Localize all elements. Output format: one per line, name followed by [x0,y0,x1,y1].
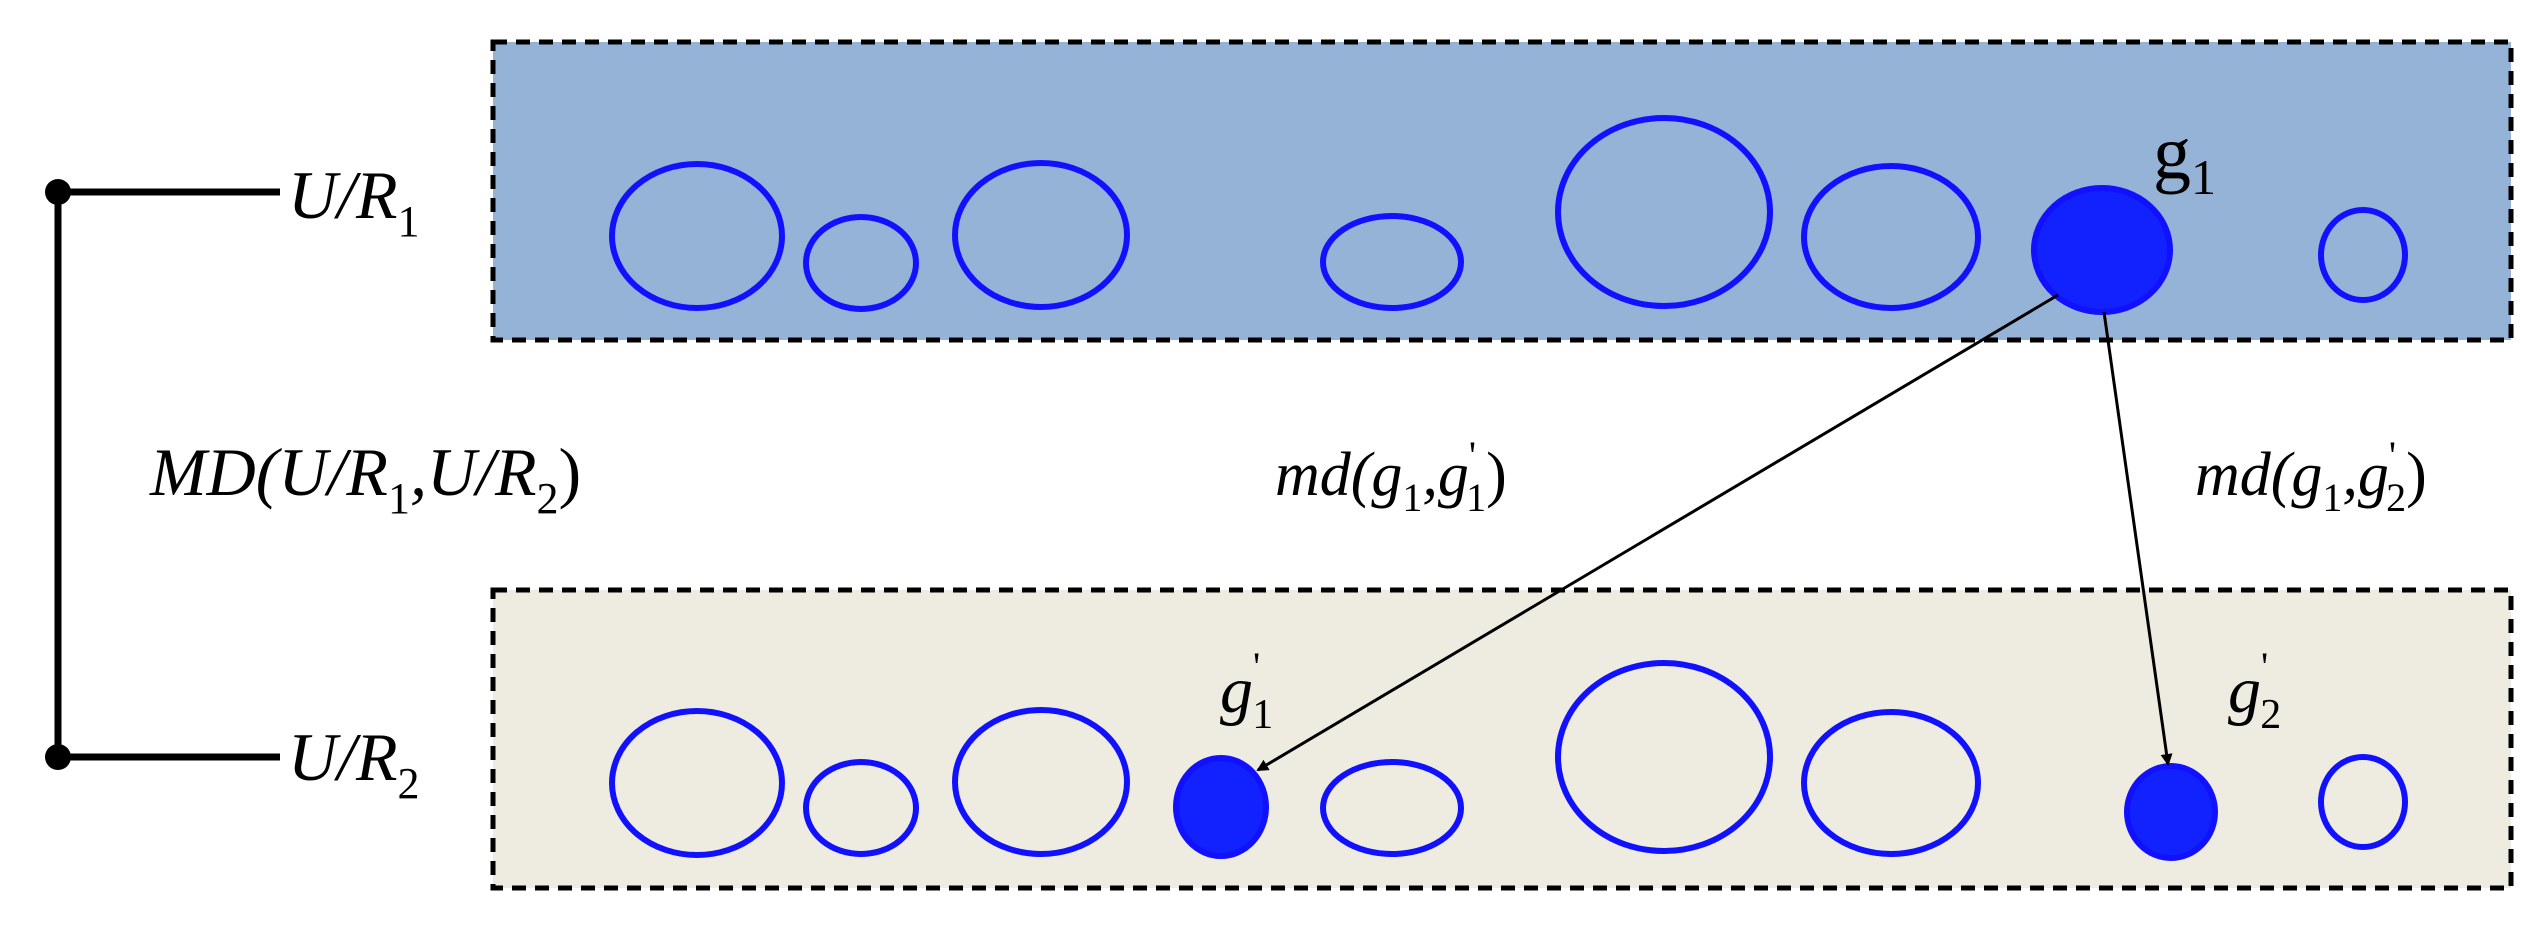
top-granule-4 [1320,213,1464,311]
top-granule-g1 [2031,185,2173,315]
label-md-g1-g2prime: md(g1,g'2) [2195,433,2427,520]
label-u-r2: U/R2 [288,719,420,808]
label-g2-prime: g'2 [2228,644,2281,738]
bottom-granule-g1-prime [1173,755,1269,859]
left-bracket [54,188,280,761]
bracket-node-bottom [45,744,71,770]
label-md-partitions: MD(U/R1,U/R2) [149,434,581,523]
arrow-g1-to-g1-prime [1256,293,2059,772]
bottom-granule-2 [803,759,919,857]
top-row-granules [609,115,2408,315]
label-u-r1: U/R1 [288,157,420,246]
top-granule-6 [1801,163,1981,311]
bottom-granule-9 [2318,754,2408,850]
top-granule-8 [2318,207,2408,303]
label-g1-prime: g'1 [1220,644,1273,738]
bottom-panel [490,587,2514,891]
top-granule-2 [803,214,919,312]
arrow-g1-to-g2-prime [2102,311,2173,766]
top-panel [490,39,2514,343]
bottom-granule-6 [1555,660,1773,854]
bottom-granule-3 [952,707,1130,857]
top-granule-3 [952,160,1130,310]
top-granule-5 [1555,115,1773,309]
label-md-g1-g1prime: md(g1,g'1) [1275,433,1507,520]
label-g1-top: g1 [2153,111,2216,205]
bottom-granule-g2-prime [2124,763,2218,861]
bottom-granule-1 [609,708,785,858]
bottom-granule-7 [1801,709,1981,857]
bracket-node-top [45,179,71,205]
bottom-row-granules [609,660,2408,861]
bottom-granule-5 [1320,759,1464,857]
top-granule-1 [609,161,785,311]
